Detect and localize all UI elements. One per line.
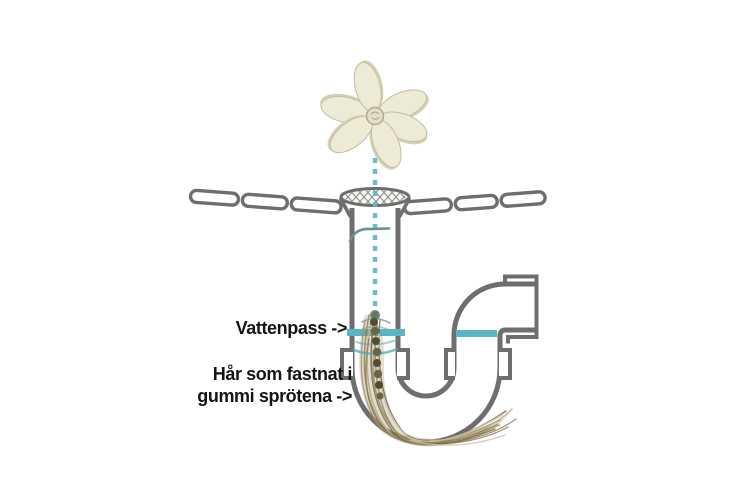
slip-nut-right	[444, 348, 512, 380]
sink-tile	[499, 190, 547, 208]
p-trap-pipe	[349, 208, 536, 445]
hair-clump	[352, 310, 517, 447]
sink-tile	[188, 188, 241, 207]
label-hair-line2: gummi sprötena ->	[197, 386, 352, 406]
sink-surface-right	[402, 190, 547, 216]
water-level-line-right	[456, 330, 497, 337]
sink-tile	[289, 196, 343, 215]
slip-nut-left	[340, 348, 410, 380]
label-hair-caught: Hår som fastnat i gummi sprötena ->	[197, 363, 352, 407]
sink-tile	[453, 193, 499, 212]
hair-catcher-stem	[370, 310, 384, 400]
drain-hook-icon	[348, 227, 391, 243]
sink-surface-left	[188, 188, 343, 215]
flower-center	[365, 106, 385, 126]
pipe-outlet-flange	[503, 274, 539, 344]
sink-tile	[402, 197, 454, 216]
sink-tile	[240, 192, 289, 211]
flower-petal	[369, 119, 402, 170]
label-hair-line1: Hår som fastnat i	[212, 364, 353, 384]
flower-hair-catcher	[320, 60, 429, 170]
label-water-level: Vattenpass ->	[235, 318, 348, 338]
flower-petal	[353, 60, 384, 112]
